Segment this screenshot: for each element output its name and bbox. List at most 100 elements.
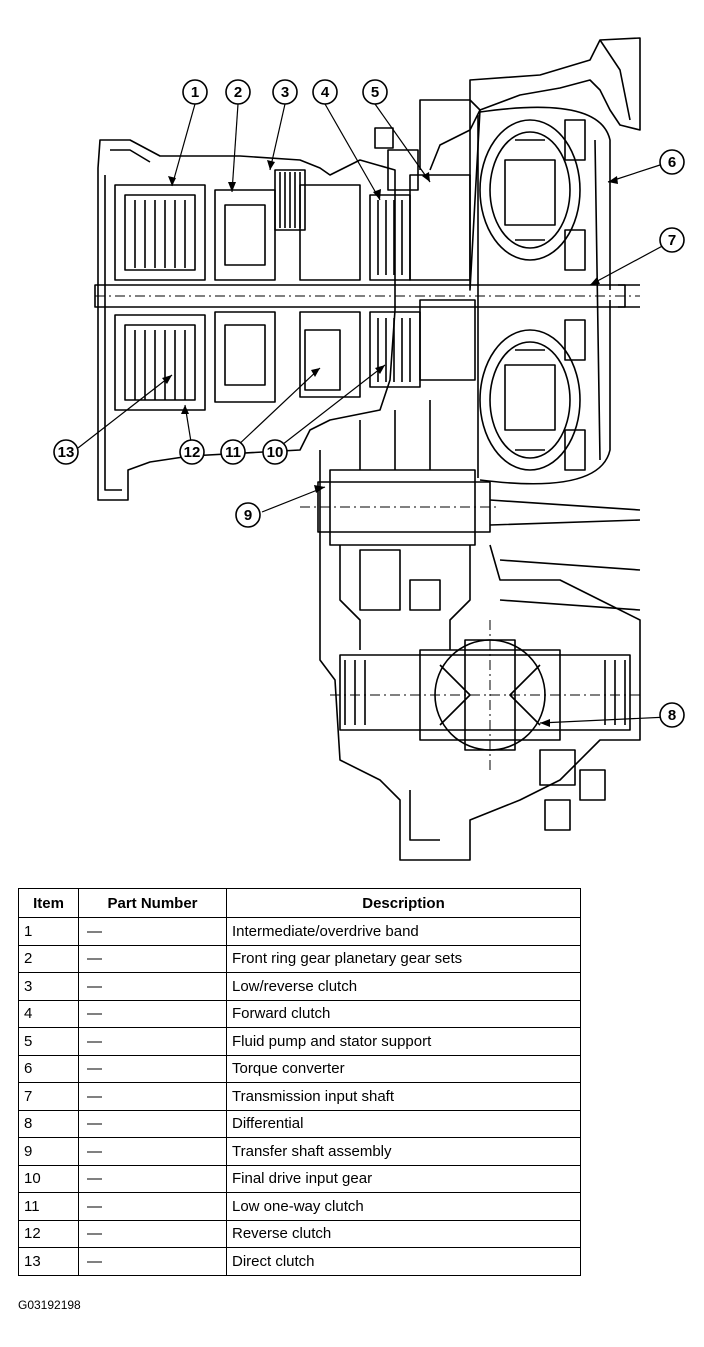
cell-description: Fluid pump and stator support — [226, 1027, 581, 1056]
cell-item: 9 — [18, 1137, 79, 1166]
callout-8: 8 — [659, 702, 685, 728]
callout-number: 6 — [668, 154, 676, 171]
cell-description: Intermediate/overdrive band — [226, 917, 581, 946]
callout-2: 2 — [225, 79, 251, 105]
table-row: 3—Low/reverse clutch — [18, 972, 581, 1001]
callout-circle — [659, 149, 685, 175]
table-row: 2—Front ring gear planetary gear sets — [18, 944, 581, 973]
parts-table: Item Part Number Description 1—Intermedi… — [18, 888, 581, 1276]
callout-number: 2 — [234, 84, 242, 101]
cell-item: 10 — [18, 1164, 79, 1193]
callout-circle — [182, 79, 208, 105]
callout-number: 8 — [668, 707, 676, 724]
cell-item: 5 — [18, 1027, 79, 1056]
callout-number: 13 — [58, 444, 75, 461]
table-row: 8—Differential — [18, 1109, 581, 1138]
callout-circle — [659, 702, 685, 728]
table-row: 4—Forward clutch — [18, 999, 581, 1028]
cell-description: Low one-way clutch — [226, 1192, 581, 1221]
cell-description: Direct clutch — [226, 1247, 581, 1276]
callout-10: 10 — [262, 439, 288, 465]
cell-description: Front ring gear planetary gear sets — [226, 944, 581, 973]
cell-description: Differential — [226, 1109, 581, 1138]
callout-12: 12 — [179, 439, 205, 465]
cell-description: Transfer shaft assembly — [226, 1137, 581, 1166]
table-row: 1—Intermediate/overdrive band — [18, 917, 581, 946]
callout-number: 4 — [321, 84, 330, 101]
differential — [339, 654, 631, 731]
table-row: 11—Low one-way clutch — [18, 1192, 581, 1221]
cell-description: Reverse clutch — [226, 1219, 581, 1248]
table-row: 6—Torque converter — [18, 1054, 581, 1083]
header-item: Item — [18, 888, 79, 918]
cell-item: 7 — [18, 1082, 79, 1111]
callout-circle — [179, 439, 205, 465]
callout-number: 1 — [191, 84, 199, 101]
callout-number: 3 — [281, 84, 289, 101]
cell-part-number: — — [78, 1192, 227, 1221]
table-row: 9—Transfer shaft assembly — [18, 1137, 581, 1166]
cell-part-number: — — [78, 1027, 227, 1056]
cell-part-number: — — [78, 944, 227, 973]
cell-part-number: — — [78, 1082, 227, 1111]
callout-1: 1 — [182, 79, 208, 105]
table-row: 7—Transmission input shaft — [18, 1082, 581, 1111]
header-part-number: Part Number — [78, 888, 227, 918]
table-row: 5—Fluid pump and stator support — [18, 1027, 581, 1056]
cell-item: 12 — [18, 1219, 79, 1248]
callout-circle — [220, 439, 246, 465]
callout-number: 7 — [668, 232, 676, 249]
cell-part-number: — — [78, 999, 227, 1028]
callout-circle — [225, 79, 251, 105]
table-row: 13—Direct clutch — [18, 1247, 581, 1276]
cell-item: 11 — [18, 1192, 79, 1221]
table-row: 12—Reverse clutch — [18, 1219, 581, 1248]
cell-description: Final drive input gear — [226, 1164, 581, 1193]
callout-number: 12 — [184, 444, 201, 461]
cell-part-number: — — [78, 1109, 227, 1138]
cell-description: Transmission input shaft — [226, 1082, 581, 1111]
table-row: 10—Final drive input gear — [18, 1164, 581, 1193]
cell-part-number: — — [78, 972, 227, 1001]
cell-part-number: — — [78, 917, 227, 946]
cell-item: 13 — [18, 1247, 79, 1276]
callout-number: 11 — [225, 444, 241, 461]
cell-item: 8 — [18, 1109, 79, 1138]
cell-description: Forward clutch — [226, 999, 581, 1028]
callout-circle — [362, 79, 388, 105]
cell-part-number: — — [78, 1137, 227, 1166]
callout-number: 9 — [244, 507, 252, 524]
callout-circle — [312, 79, 338, 105]
cell-item: 2 — [18, 944, 79, 973]
callout-number: 5 — [371, 84, 379, 101]
callout-9: 9 — [235, 502, 261, 528]
cell-part-number: — — [78, 1219, 227, 1248]
table-header-row: Item Part Number Description — [18, 888, 581, 918]
callout-11: 11 — [220, 439, 246, 465]
figure-id: G03192198 — [18, 1298, 81, 1312]
callout-circle — [262, 439, 288, 465]
callout-13: 13 — [53, 439, 79, 465]
callout-4: 4 — [312, 79, 338, 105]
cell-item: 3 — [18, 972, 79, 1001]
cell-item: 6 — [18, 1054, 79, 1083]
callout-number: 10 — [267, 444, 284, 461]
cell-description: Torque converter — [226, 1054, 581, 1083]
callout-circle — [272, 79, 298, 105]
callout-6: 6 — [659, 149, 685, 175]
case-outline-left — [97, 139, 396, 501]
cell-item: 1 — [18, 917, 79, 946]
cell-item: 4 — [18, 999, 79, 1028]
cell-part-number: — — [78, 1247, 227, 1276]
callout-circle — [235, 502, 261, 528]
bellhousing-outline — [419, 37, 641, 171]
cell-part-number: — — [78, 1054, 227, 1083]
callout-5: 5 — [362, 79, 388, 105]
cell-part-number: — — [78, 1164, 227, 1193]
callout-7: 7 — [659, 227, 685, 253]
callout-3: 3 — [272, 79, 298, 105]
cell-description: Low/reverse clutch — [226, 972, 581, 1001]
callout-circle — [53, 439, 79, 465]
callout-circle — [659, 227, 685, 253]
